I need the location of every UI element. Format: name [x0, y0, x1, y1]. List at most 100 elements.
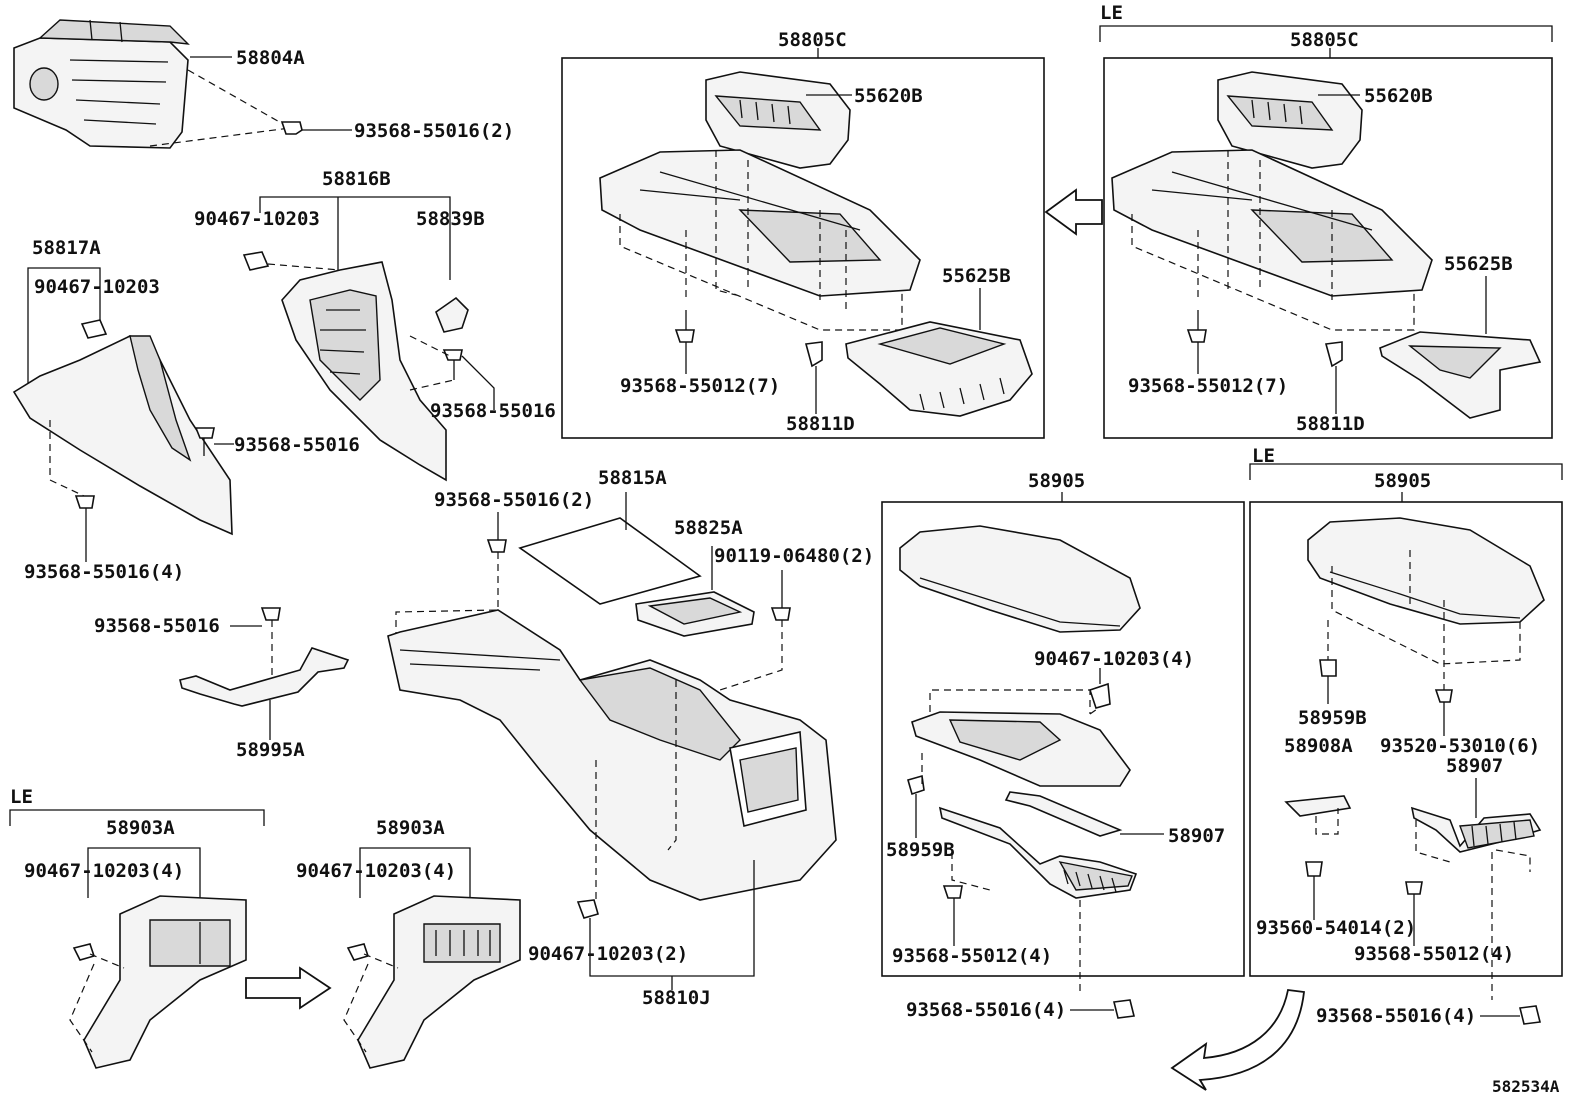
- bolt-93568-55016-4-a: [1070, 999, 1135, 1019]
- armrest-58905-b: [1307, 517, 1545, 625]
- label-90467-10203-2: 90467-10203(2): [528, 943, 688, 965]
- bolt-93568-b: [194, 427, 234, 456]
- label-58959B-b: 58959B: [1298, 707, 1367, 729]
- rear-panel-58903A-le: [83, 895, 247, 1069]
- label-93560-54014-2: 93560-54014(2): [1256, 917, 1416, 939]
- bolt-93568-4-left: [74, 495, 95, 562]
- label-le-b: LE: [1100, 2, 1123, 24]
- clip-58908A: [1284, 795, 1352, 817]
- bolt-93568-top: [280, 121, 352, 135]
- curved-arrow: [1170, 989, 1305, 1091]
- bracket-58804A: [13, 19, 190, 149]
- label-58816B: 58816B: [322, 168, 391, 190]
- clip-90467-b: [80, 319, 108, 339]
- clip-90467-a: [242, 251, 270, 271]
- base-58905-a: [911, 711, 1131, 787]
- label-le-c: LE: [1252, 445, 1275, 467]
- clip-90467-4-c: [1088, 668, 1111, 709]
- label-58995A: 58995A: [236, 739, 305, 761]
- bolt-93568-a: [442, 349, 463, 380]
- label-90467-10203-4-a: 90467-10203(4): [24, 860, 184, 882]
- bolt-93520: [1434, 689, 1453, 736]
- label-58959B-a: 58959B: [886, 839, 955, 861]
- label-58811D-b: 58811D: [1296, 413, 1365, 435]
- label-93520-53010-6: 93520-53010(6): [1380, 735, 1540, 757]
- console-58810J: [387, 609, 837, 901]
- clip-58839B: [435, 296, 469, 333]
- lid-55620B-a: [705, 71, 851, 169]
- label-58805C-a: 58805C: [778, 29, 847, 51]
- label-93568-55012-7-b: 93568-55012(7): [1128, 375, 1288, 397]
- label-55620B-a: 55620B: [854, 85, 923, 107]
- label-55625B-b: 55625B: [1444, 253, 1513, 275]
- clip-58959B-a: [907, 774, 925, 838]
- label-58908A: 58908A: [1284, 735, 1353, 757]
- box-55625B-b: [1379, 331, 1542, 419]
- label-58825A: 58825A: [674, 517, 743, 539]
- clip-58959B-b: [1319, 659, 1337, 704]
- pad-58815A: [518, 517, 702, 605]
- latch-58907-a: [938, 806, 1138, 899]
- label-58907-b: 58907: [1446, 755, 1503, 777]
- panel-58817A: [12, 335, 233, 536]
- label-58810J: 58810J: [642, 987, 711, 1009]
- label-90467-10203-4-c: 90467-10203(4): [1034, 648, 1194, 670]
- label-58805C-b: 58805C: [1290, 29, 1359, 51]
- label-93568-55016-4-a: 93568-55016(4): [906, 999, 1066, 1021]
- plate-58907-a: [1004, 791, 1123, 837]
- bolt-90119: [770, 570, 791, 621]
- label-58903A-a: 58903A: [106, 817, 175, 839]
- label-93568-55016-2-mid: 93568-55016(2): [434, 489, 594, 511]
- label-90467-10203-b: 90467-10203: [34, 276, 160, 298]
- label-93568-55016-a: 93568-55016: [430, 400, 556, 422]
- panel-58816B: [281, 261, 447, 482]
- armrest-58905-a: [899, 525, 1141, 633]
- label-58839B: 58839B: [416, 208, 485, 230]
- label-93568-55016-4-left: 93568-55016(4): [24, 561, 184, 583]
- label-93568-55016-c: 93568-55016: [94, 615, 220, 637]
- label-93568-55016-4-b: 93568-55016(4): [1316, 1005, 1476, 1027]
- label-93568-55012-4-b: 93568-55012(4): [1354, 943, 1514, 965]
- rear-panel-58903A: [357, 895, 521, 1069]
- label-55620B-b: 55620B: [1364, 85, 1433, 107]
- label-reference-number: 582534A: [1492, 1077, 1560, 1096]
- box-58905-b: [1249, 501, 1563, 977]
- label-58905-a: 58905: [1028, 470, 1085, 492]
- arrow-right: [245, 966, 332, 1010]
- label-58815A: 58815A: [598, 467, 667, 489]
- box-55625B-a: [845, 321, 1033, 417]
- clip-90467-4-a: [72, 943, 96, 961]
- label-93568-55012-4-a: 93568-55012(4): [892, 945, 1052, 967]
- label-58817A: 58817A: [32, 237, 101, 259]
- label-58905-b: 58905: [1374, 470, 1431, 492]
- label-58811D-a: 58811D: [786, 413, 855, 435]
- tray-58825A: [635, 591, 755, 637]
- box-58905-a: [881, 501, 1245, 977]
- lid-55620B-b: [1217, 71, 1363, 169]
- label-58804A: 58804A: [236, 47, 305, 69]
- label-93568-55012-7-a: 93568-55012(7): [620, 375, 780, 397]
- tray-58805C-b: [1111, 149, 1433, 297]
- bolt-93568-mid: [486, 512, 507, 553]
- label-55625B-a: 55625B: [942, 265, 1011, 287]
- clip-90467-4-b: [346, 943, 370, 961]
- arrow-left: [1044, 188, 1103, 236]
- clip-90467-2: [576, 899, 599, 919]
- tray-58805C-a: [599, 149, 921, 297]
- box-58805C-a: [561, 57, 1045, 439]
- label-58907-a: 58907: [1168, 825, 1225, 847]
- label-93568-55016-b: 93568-55016: [234, 434, 360, 456]
- label-90467-10203-4-b: 90467-10203(4): [296, 860, 456, 882]
- clip-58811D-a: [804, 341, 823, 414]
- bolt-93560: [1305, 861, 1323, 920]
- bolt-93568-55012-b: [1186, 310, 1207, 374]
- label-le-a: LE: [10, 786, 33, 808]
- clip-58811D-b: [1324, 341, 1343, 414]
- label-90467-10203-a: 90467-10203: [194, 208, 320, 230]
- bolt-93568-55012-a: [674, 310, 695, 374]
- bolt-93568-55016-4-b: [1480, 1005, 1541, 1025]
- bolt-93568-55012-4-b: [1405, 881, 1423, 946]
- latch-58907-b: [1410, 806, 1542, 853]
- label-58903A-b: 58903A: [376, 817, 445, 839]
